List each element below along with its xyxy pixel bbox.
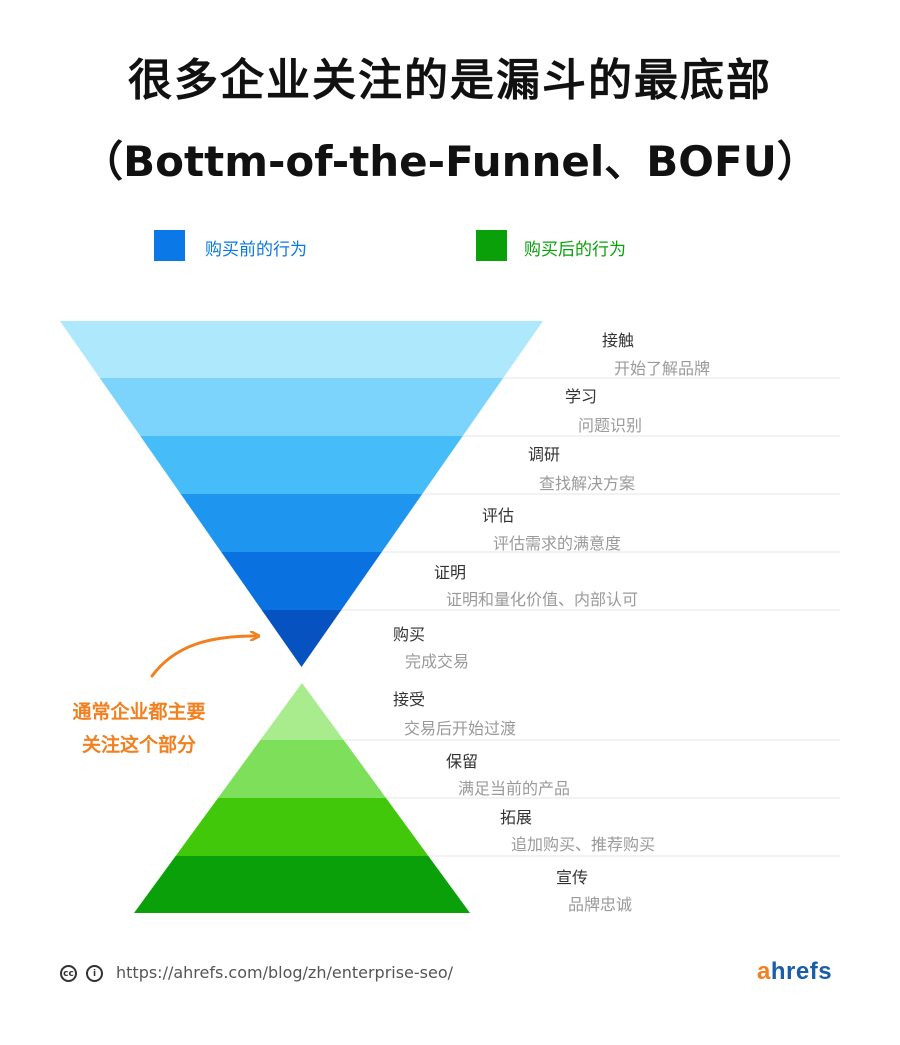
pyramid-stage-3-title: 拓展: [500, 808, 533, 827]
funnel-stage-5-title: 证明: [434, 563, 467, 582]
funnel-stage-6-desc: 完成交易: [405, 652, 470, 671]
pyramid-layer-1: [260, 683, 344, 740]
source-url[interactable]: https://ahrefs.com/blog/zh/enterprise-se…: [116, 963, 454, 982]
legend-label-post-purchase: 购买后的行为: [524, 240, 626, 260]
funnel-stage-1-title: 接触: [602, 331, 635, 350]
funnel-stage-1-desc: 开始了解品牌: [614, 359, 711, 378]
pyramid-stage-3-desc: 追加购买、推荐购买: [511, 835, 656, 854]
attribution-icon: i: [86, 965, 103, 982]
funnel-layer-4: [180, 494, 423, 552]
funnel-layer-5: [221, 552, 382, 610]
callout-line-2: 关注这个部分: [81, 734, 196, 756]
pyramid-layer-3: [175, 798, 429, 856]
logo-a: a: [757, 958, 771, 985]
funnel-stage-4-desc: 评估需求的满意度: [493, 534, 622, 553]
cc-icon: cc: [60, 965, 77, 982]
pyramid-layer-2: [218, 740, 386, 798]
title-line-1: 很多企业关注的是漏斗的最底部: [128, 55, 772, 106]
pyramid-stage-2-desc: 满足当前的产品: [458, 779, 571, 798]
funnel-layer-3: [140, 436, 463, 494]
pyramid-stage-4-title: 宣传: [556, 868, 589, 887]
funnel-layer-2: [99, 378, 504, 436]
funnel-stage-2-title: 学习: [565, 387, 598, 406]
funnel-layer-1: [60, 321, 543, 378]
funnel-stage-6-title: 购买: [393, 625, 426, 644]
pyramid-stage-2-title: 保留: [446, 752, 479, 771]
pyramid-stage-1-desc: 交易后开始过渡: [404, 719, 517, 738]
funnel-stage-2-desc: 问题识别: [578, 416, 643, 435]
pyramid-stage-1-title: 接受: [393, 690, 426, 709]
legend-label-pre-purchase: 购买前的行为: [205, 240, 307, 260]
funnel-stage-3-desc: 查找解决方案: [539, 474, 636, 493]
callout-text: 通常企业都主要 关注这个部分: [54, 696, 224, 762]
legend-swatch-pre-purchase: [154, 230, 185, 261]
pyramid-layer-4: [134, 856, 470, 913]
logo-rest: hrefs: [770, 958, 833, 985]
ahrefs-logo: ahrefs: [757, 958, 832, 986]
callout-arrow: [150, 636, 255, 678]
funnel-stage-3-title: 调研: [528, 445, 561, 464]
title-line-2: （Bottm-of-the-Funnel、BOFU）: [81, 137, 819, 186]
callout-line-1: 通常企业都主要: [72, 701, 206, 723]
pyramid-stage-4-desc: 品牌忠诚: [568, 895, 633, 914]
legend-swatch-post-purchase: [476, 230, 507, 261]
funnel-stage-5-desc: 证明和量化价值、内部认可: [446, 590, 639, 609]
funnel-stage-4-title: 评估: [482, 506, 515, 525]
funnel-layer-6: [261, 610, 342, 667]
